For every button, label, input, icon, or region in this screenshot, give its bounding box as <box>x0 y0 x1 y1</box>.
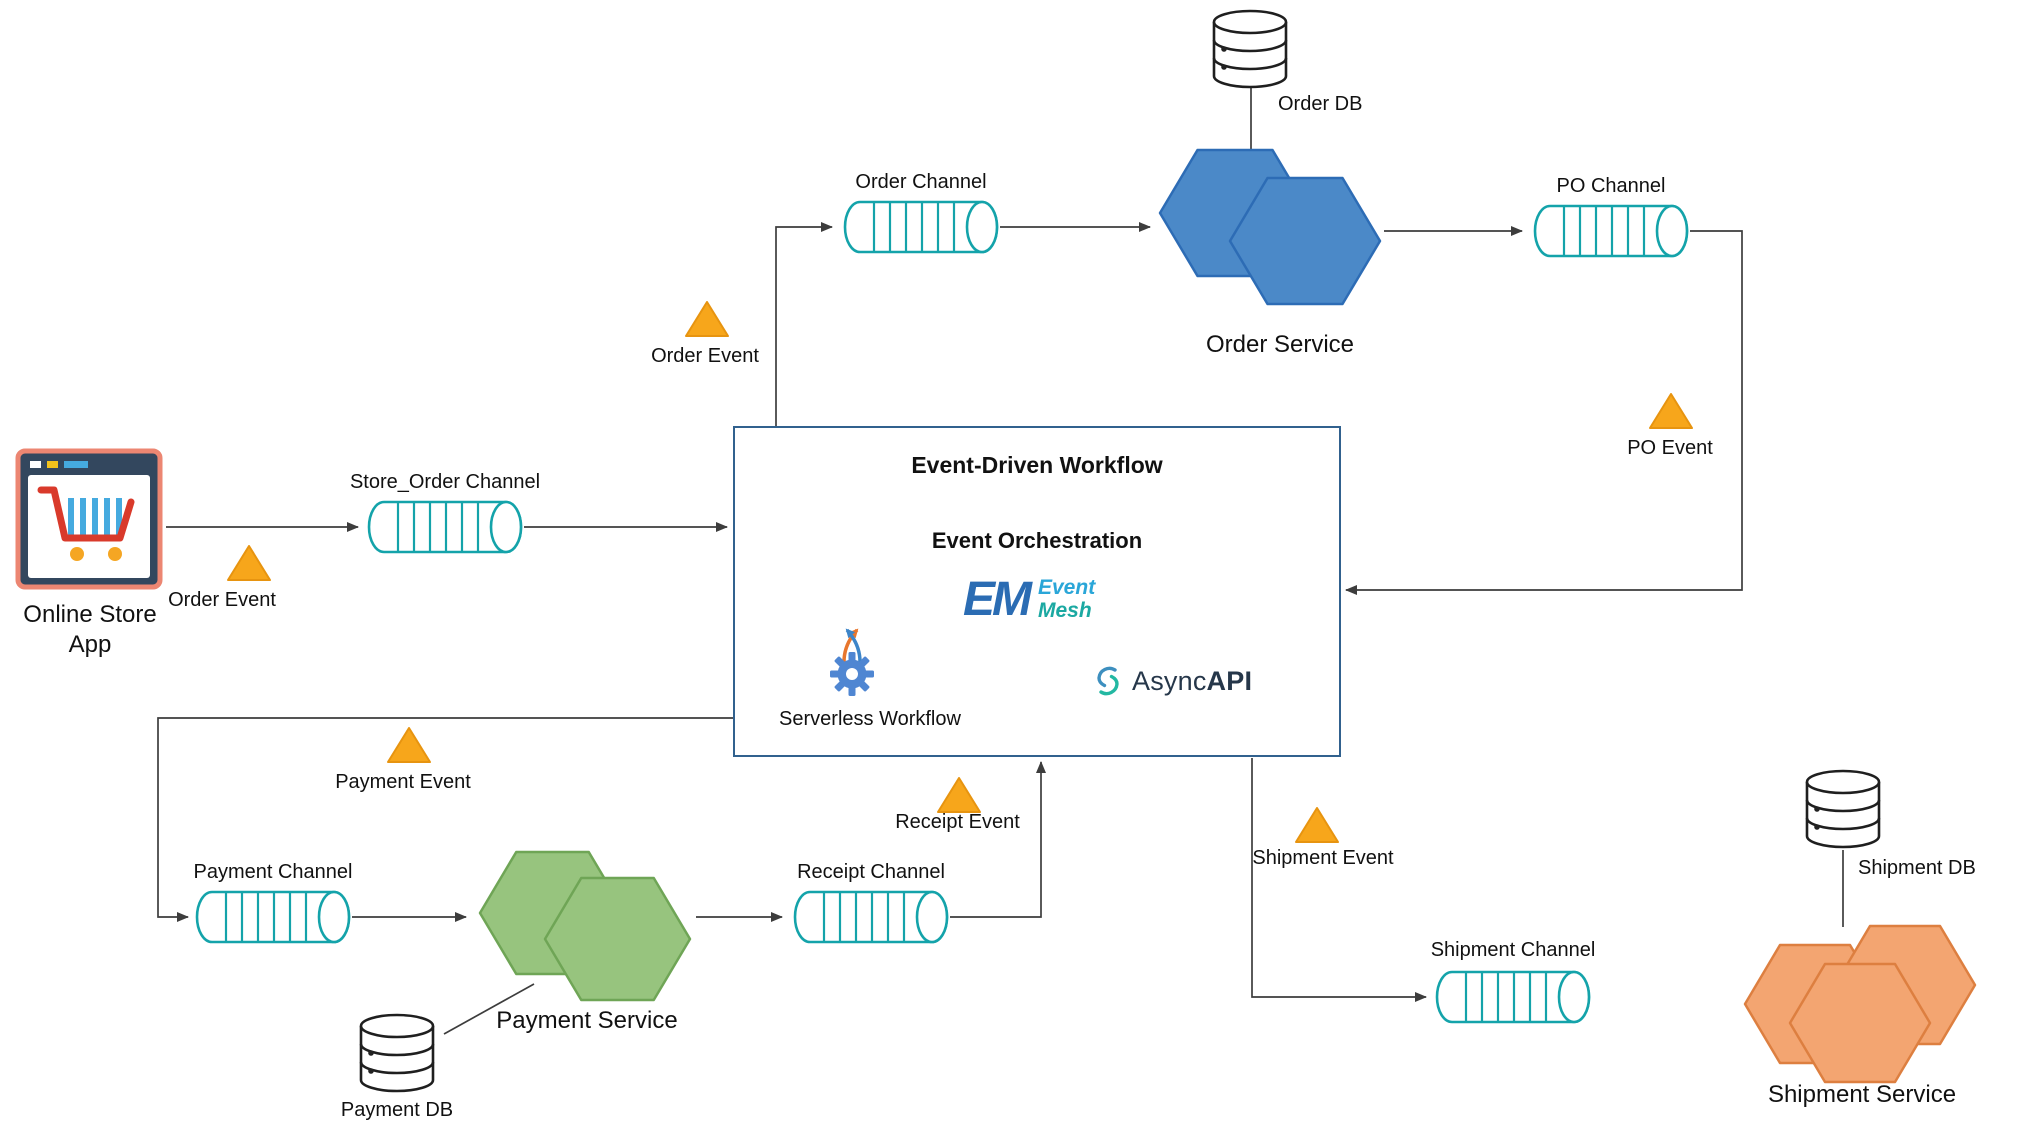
shipment-db-label: Shipment DB <box>1858 857 1976 879</box>
payment-event-label: Payment Event <box>335 771 471 793</box>
workflow-box-subtitle: Event Orchestration <box>931 528 1143 553</box>
workflow-box-title: Event-Driven Workflow <box>911 452 1163 478</box>
online-store-app-icon <box>15 448 163 590</box>
event-mesh-word-event: Event <box>1038 576 1096 600</box>
order-db-icon <box>1212 9 1288 89</box>
shipment-event-icon <box>1295 807 1339 843</box>
event-mesh-wordmark: Event Mesh <box>1038 577 1095 622</box>
connector-workflow-to-shipment-channel <box>1251 758 1427 1002</box>
order-event-top-icon <box>685 301 729 337</box>
receipt-event-icon <box>937 777 981 813</box>
asyncapi-logo: AsyncAPI <box>1091 664 1252 698</box>
shipment-db-icon <box>1805 769 1881 849</box>
serverless-workflow-icon <box>830 628 874 696</box>
payment-service-label: Payment Service <box>496 1007 678 1034</box>
connector-payment-db-link <box>443 983 535 1035</box>
asyncapi-word-api: API <box>1206 665 1253 696</box>
event-mesh-word-mesh: Mesh <box>1038 599 1092 622</box>
serverless-workflow-label: Serverless Workflow <box>779 708 961 730</box>
shipment-service-icon <box>1743 924 1977 1084</box>
po-event-icon <box>1649 393 1693 429</box>
asyncapi-icon <box>1097 666 1119 696</box>
shipment-channel-label: Shipment Channel <box>1430 939 1596 961</box>
connector-workflow-to-payment-channel <box>157 717 733 922</box>
connector-po-channel-to-workflow <box>1345 230 1743 595</box>
order-service-icon <box>1158 148 1382 306</box>
shipment-service-label: Shipment Service <box>1767 1081 1957 1108</box>
shipment-event-label: Shipment Event <box>1252 847 1394 869</box>
receipt-event-label: Receipt Event <box>895 811 1020 833</box>
order-channel-label: Order Channel <box>855 171 987 193</box>
order-service-label: Order Service <box>1205 331 1355 358</box>
order-channel-icon <box>843 200 999 254</box>
payment-event-icon <box>387 727 431 763</box>
payment-channel-icon <box>195 890 351 944</box>
workflow-box: Event-Driven Workflow Event Orchestratio… <box>733 426 1341 757</box>
order-event-left-label: Order Event <box>168 589 276 611</box>
receipt-channel-icon <box>793 890 949 944</box>
asyncapi-wordmark: AsyncAPI <box>1132 666 1252 697</box>
payment-db-label: Payment DB <box>340 1099 454 1121</box>
online-store-app-label: Online Store App <box>23 601 157 658</box>
asyncapi-word-async: Async <box>1132 665 1207 696</box>
po-channel-icon <box>1533 204 1689 258</box>
store-order-channel-label: Store_Order Channel <box>349 471 541 493</box>
po-channel-label: PO Channel <box>1556 175 1666 197</box>
event-mesh-mark: EM <box>963 573 1032 626</box>
shipment-channel-icon <box>1435 970 1591 1024</box>
connector-receipt-channel-to-workflow <box>950 761 1046 918</box>
event-mesh-logo: EM Event Mesh <box>963 576 1095 624</box>
store-order-channel-icon <box>367 500 523 554</box>
order-db-label: Order DB <box>1278 93 1363 115</box>
po-event-label: PO Event <box>1627 437 1713 459</box>
order-event-top-label: Order Event <box>651 345 759 367</box>
payment-service-icon <box>478 850 692 1002</box>
payment-db-icon <box>359 1013 435 1093</box>
order-event-left-icon <box>227 545 271 581</box>
payment-channel-label: Payment Channel <box>193 861 353 883</box>
receipt-channel-label: Receipt Channel <box>797 861 945 883</box>
connector-workflow-to-order-channel <box>775 222 833 426</box>
